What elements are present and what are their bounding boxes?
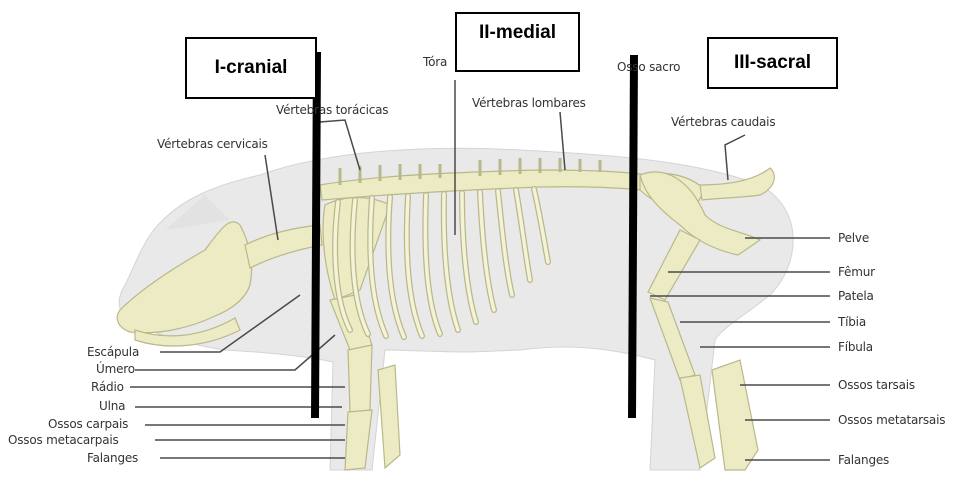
region-cranial-label: I-cranial [215, 57, 288, 79]
label-femur: Fêmur [838, 265, 875, 279]
label-tibia: Tíbia [838, 315, 866, 329]
radius-ulna [348, 345, 372, 412]
label-vertebras-cervicais: Vértebras cervicais [157, 137, 268, 151]
label-torax: Tóra [423, 55, 447, 69]
label-falanges-hind: Falanges [838, 453, 889, 467]
region-medial-label: II-medial [479, 22, 556, 44]
label-osso-sacro: Osso sacro [617, 60, 680, 74]
label-radio: Rádio [91, 380, 124, 394]
label-ossos-metatarsais: Ossos metatarsais [838, 413, 945, 427]
label-vertebras-caudais: Vértebras caudais [671, 115, 775, 129]
label-vertebras-lombares: Vértebras lombares [472, 96, 586, 110]
divider-sacral [632, 55, 634, 418]
label-ossos-carpais: Ossos carpais [48, 417, 128, 431]
label-patela: Patela [838, 289, 874, 303]
label-ossos-tarsais: Ossos tarsais [838, 378, 915, 392]
label-escapula: Escápula [87, 345, 139, 359]
label-ossos-metacarpais: Ossos metacarpais [8, 433, 119, 447]
hind-foot [712, 360, 758, 470]
region-cranial-box: I-cranial [185, 37, 317, 99]
region-sacral-box: III-sacral [707, 37, 838, 89]
label-fibula: Fíbula [838, 340, 873, 354]
front-foot-back [378, 365, 400, 468]
label-pelve: Pelve [838, 231, 869, 245]
region-sacral-label: III-sacral [734, 52, 811, 74]
label-falanges-front: Falanges [87, 451, 138, 465]
label-vertebras-toracicas: Vértebras torácicas [276, 103, 388, 117]
label-ulna: Ulna [99, 399, 125, 413]
region-medial-box: II-medial [455, 12, 580, 72]
label-umero: Úmero [96, 362, 135, 376]
